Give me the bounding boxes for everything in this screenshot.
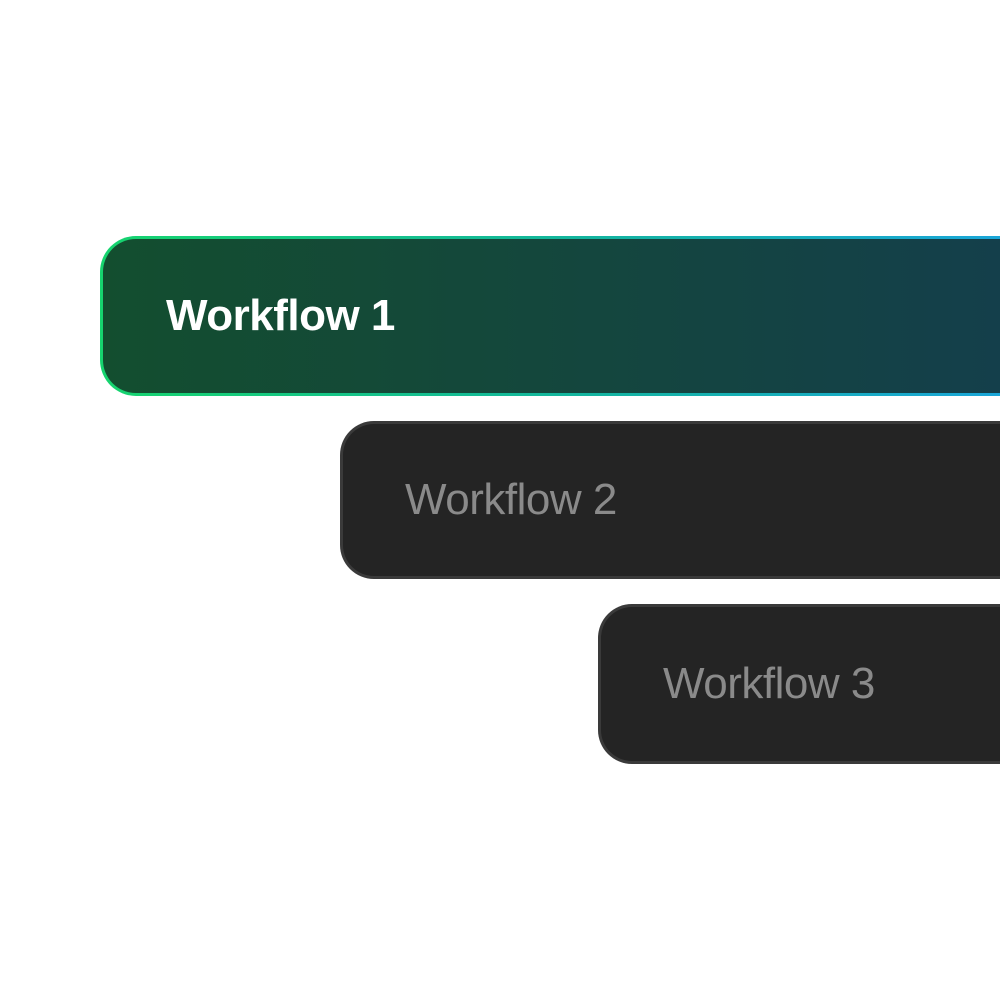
- workflow-item-1[interactable]: Workflow 1: [100, 236, 1000, 396]
- workflow-item-3-label: Workflow 3: [663, 659, 875, 708]
- workflow-item-1-body: Workflow 1: [103, 239, 1000, 393]
- workflow-item-1-label: Workflow 1: [166, 291, 395, 340]
- workflow-item-2[interactable]: Workflow 2: [340, 421, 1000, 579]
- workflow-item-2-label: Workflow 2: [405, 475, 617, 524]
- workflow-item-3[interactable]: Workflow 3: [598, 604, 1000, 764]
